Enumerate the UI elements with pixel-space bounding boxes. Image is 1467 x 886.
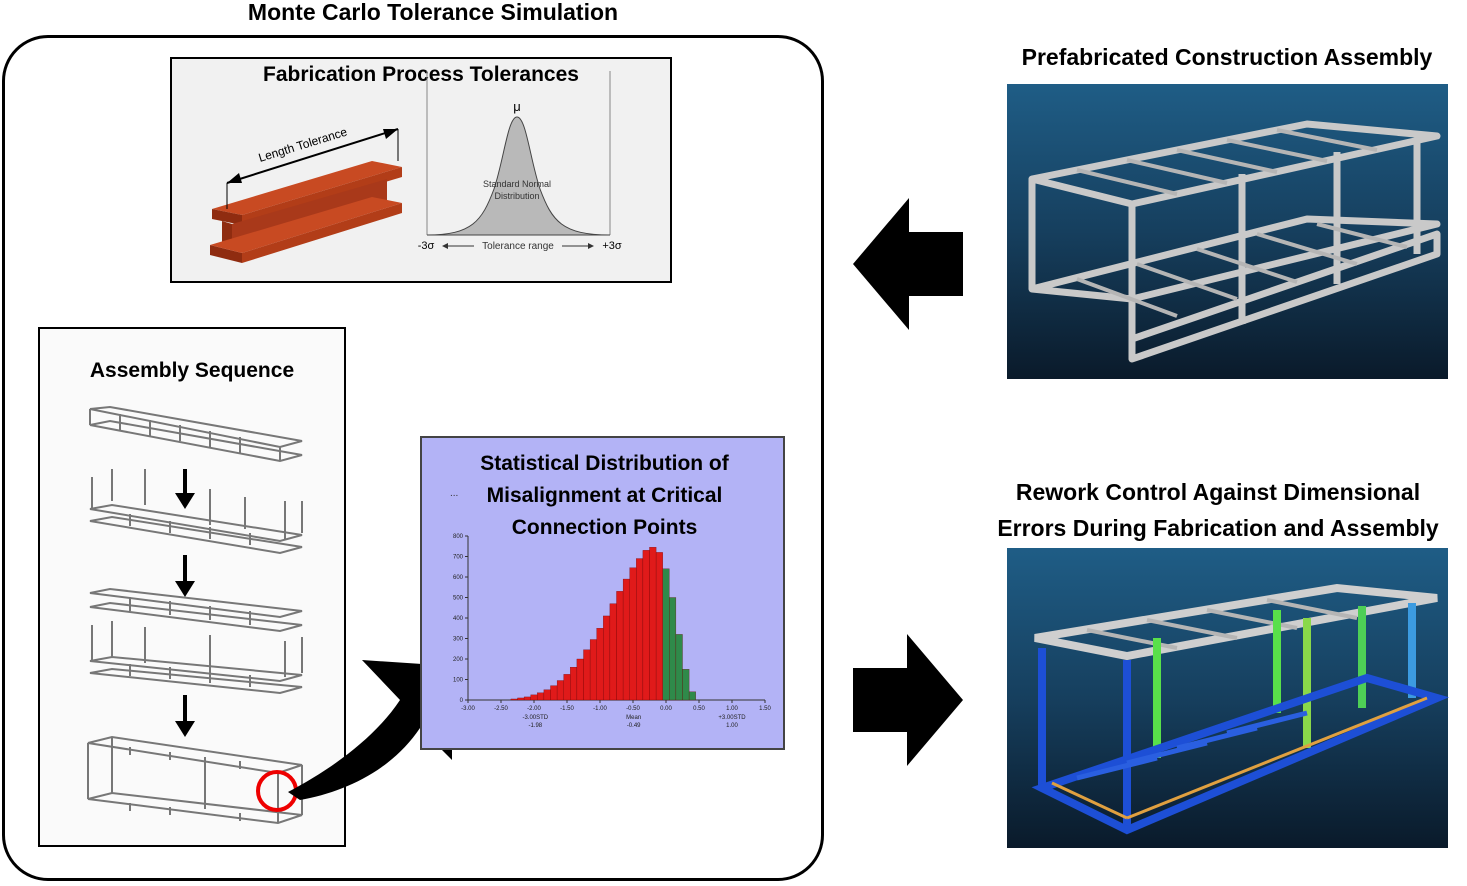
rework-title-line-1: Rework Control Against Dimensional: [1015, 479, 1421, 505]
annotation-value: 1.00: [726, 723, 738, 729]
fabrication-illustration: Length Tolerance μ Standard Normal Distr…: [210, 71, 622, 263]
assembly-stage-3: [89, 587, 303, 695]
minus-three-sigma-label: -3σ: [418, 240, 435, 252]
rework-photo: [1007, 548, 1449, 848]
y-tick-label: 0: [460, 698, 464, 704]
statistical-title-line-1: Statistical Distribution of: [480, 452, 729, 475]
prefab-photo: [1007, 84, 1448, 379]
rework-title-line-2: Errors During Fabrication and Assembly: [997, 515, 1439, 541]
length-arrow: [226, 128, 399, 184]
annotation-label: -3.00STD: [522, 715, 548, 721]
fabrication-title: Fabrication Process Tolerances: [263, 63, 579, 86]
y-tick-label: 700: [453, 555, 464, 561]
plus-three-sigma-label: +3σ: [602, 240, 622, 252]
statistical-title-line-2: Misalignment at Critical: [486, 484, 723, 507]
monte-carlo-frame: [2, 35, 824, 881]
y-tick-label: 300: [453, 637, 464, 643]
y-tick-label: 800: [453, 534, 464, 540]
histogram-bar: [688, 691, 696, 701]
histogram-bar: [675, 634, 683, 701]
y-tick-label: 600: [453, 575, 464, 581]
annotation-value: -0.49: [627, 723, 641, 729]
fabrication-panel: Fabrication Process Tolerances Length To…: [170, 57, 672, 283]
assembly-illustration: [87, 405, 303, 825]
x-tick-label: -3.00: [461, 706, 475, 712]
i-beam-icon: [210, 161, 402, 263]
misalignment-histogram: 0 100 200 300 400 500 600 700 800 -3.00 -2.50 -2.00…: [453, 534, 772, 729]
tolerance-range-label: Tolerance range: [482, 241, 554, 252]
y-tick-label: 200: [453, 657, 464, 663]
rework-frame-render: [1031, 583, 1449, 835]
annotation-label: Mean: [626, 715, 641, 721]
x-tick-label: 0.50: [693, 706, 705, 712]
rework-title: Rework Control Against Dimensional Error…: [972, 474, 1464, 546]
y-tick-label: 500: [453, 596, 464, 602]
x-tick-label: -2.50: [494, 706, 508, 712]
statistical-title: Statistical Distribution of Misalignment…: [432, 448, 777, 544]
distribution-label-2: Distribution: [494, 191, 539, 201]
distribution-label-1: Standard Normal: [483, 179, 551, 189]
x-tick-label: -2.00: [527, 706, 541, 712]
histogram-bar: [682, 669, 690, 701]
y-tick-label: 100: [453, 678, 464, 684]
assembly-stage-1: [89, 405, 303, 463]
mu-label: μ: [513, 99, 521, 114]
statistical-panel: Statistical Distribution of Misalignment…: [420, 436, 785, 750]
x-tick-label: 1.50: [759, 706, 771, 712]
x-tick-label: -1.00: [593, 706, 607, 712]
statistical-title-line-3: Connection Points: [511, 516, 698, 539]
annotation-value: -1.98: [528, 723, 542, 729]
sequence-arrows: [175, 469, 195, 737]
y-tick-label: 400: [453, 616, 464, 622]
assembly-panel: Assembly Sequence: [38, 327, 346, 847]
main-title: Monte Carlo Tolerance Simulation: [247, 0, 619, 25]
x-tick-label: 1.00: [726, 706, 738, 712]
x-tick-label: -0.50: [626, 706, 640, 712]
x-tick-label: -1.50: [560, 706, 574, 712]
assembly-stage-2: [89, 469, 303, 555]
x-tick-label: 0.00: [660, 706, 672, 712]
normal-curve: [426, 116, 611, 236]
small-marker: ...: [450, 488, 459, 499]
prefab-frame-render: [1028, 120, 1441, 363]
annotation-label: +3.00STD: [718, 715, 746, 721]
prefab-title: Prefabricated Construction Assembly: [1021, 44, 1433, 70]
assembly-title: Assembly Sequence: [89, 359, 295, 382]
